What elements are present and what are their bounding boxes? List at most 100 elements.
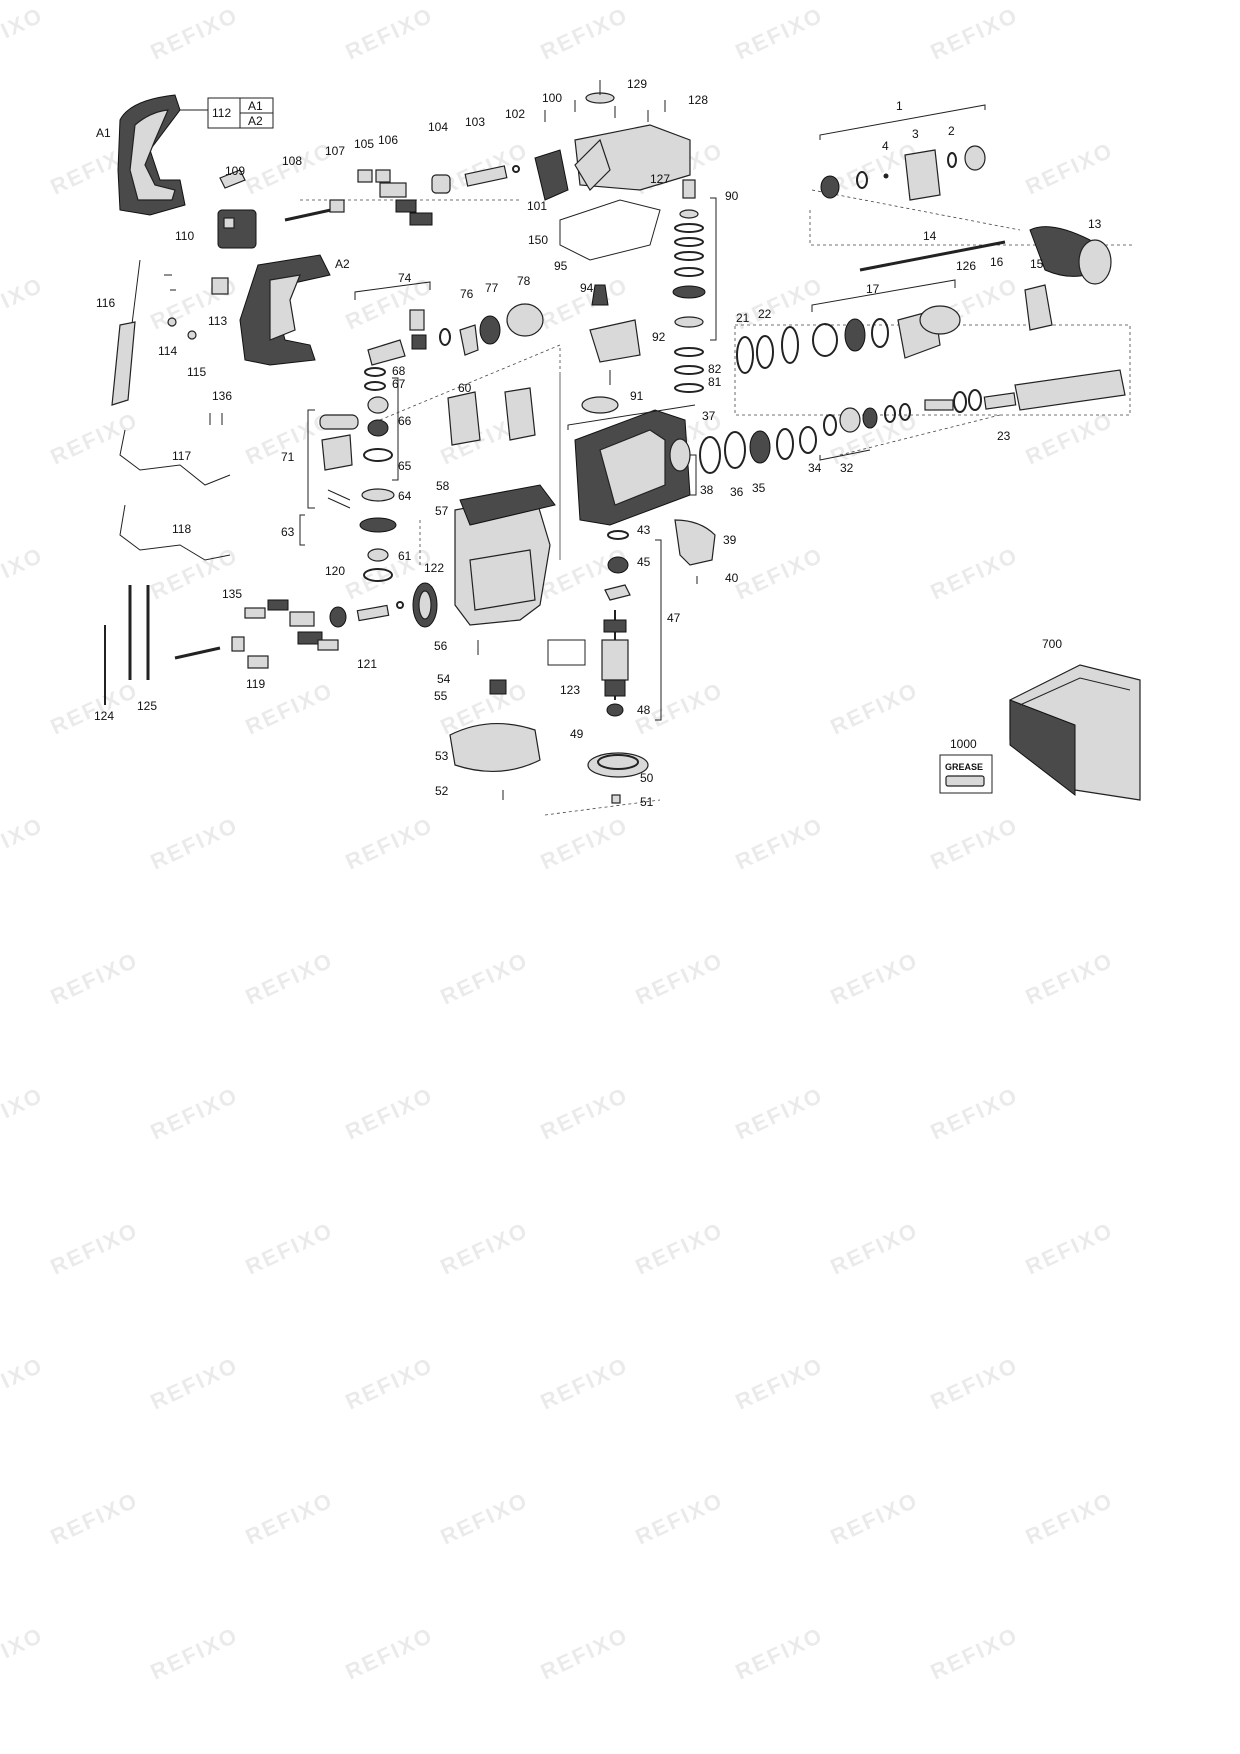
watermark-text: REFIXO: [0, 542, 47, 604]
part-label-23: 23: [997, 429, 1011, 443]
part-label-109: 109: [225, 164, 245, 178]
part-label-120: 120: [325, 564, 345, 578]
grease-label: GREASE: [945, 762, 983, 772]
part-label-121: 121: [357, 657, 377, 671]
part-label-17: 17: [866, 282, 880, 296]
part-label-76: 76: [460, 287, 474, 301]
watermark-text: REFIXO: [927, 2, 1023, 64]
part-label-52: 52: [435, 784, 449, 798]
watermark-text: REFIXO: [827, 1487, 923, 1549]
watermark-text: REFIXO: [0, 272, 47, 334]
watermark-text: REFIXO: [342, 812, 438, 874]
switch-parts: [217, 169, 257, 249]
part-label-53: 53: [435, 749, 449, 763]
watermark-text: REFIXO: [342, 1352, 438, 1414]
part-label-74: 74: [398, 271, 412, 285]
part-label-103: 103: [465, 115, 485, 129]
handle-a1: [117, 94, 186, 216]
watermark-text: REFIXO: [0, 2, 47, 64]
watermark-text: REFIXO: [0, 1352, 47, 1414]
part-label-94: 94: [580, 281, 594, 295]
part-label-106: 106: [378, 133, 398, 147]
part-label-114: 114: [158, 344, 177, 358]
card-123: [547, 639, 586, 666]
clutch-group-61-71: [299, 367, 399, 582]
watermark-text: REFIXO: [1022, 1217, 1118, 1279]
part-label-60: 60: [458, 381, 472, 395]
lower-cover-53: [449, 640, 541, 800]
part-label-700: 700: [1042, 637, 1062, 651]
part-label-63: 63: [281, 525, 295, 539]
part-label-68: 68: [392, 364, 406, 378]
table-112: 112 A1 A2: [180, 97, 274, 129]
watermark-text: REFIXO: [147, 2, 243, 64]
part-label-105: 105: [354, 137, 374, 151]
part-label-35: 35: [752, 481, 766, 495]
part-label-13: 13: [1088, 217, 1102, 231]
pin-group-74: [354, 281, 544, 366]
watermark-text: REFIXO: [537, 1622, 633, 1684]
watermark-text: REFIXO: [47, 407, 143, 469]
part-label-136: 136: [212, 389, 232, 403]
part-label-4: 4: [882, 139, 889, 153]
handle-a2: [239, 254, 331, 366]
watermark-text: REFIXO: [0, 1622, 47, 1684]
part-label-57: 57: [435, 504, 449, 518]
part-label-129: 129: [627, 77, 647, 91]
watermark-text: REFIXO: [927, 1352, 1023, 1414]
part-label-78: 78: [517, 274, 531, 288]
watermark-text: REFIXO: [147, 1622, 243, 1684]
part-label-51: 51: [640, 795, 654, 809]
watermark-text: REFIXO: [732, 1622, 828, 1684]
cord-parts-113-116: [111, 259, 229, 406]
watermark-text: REFIXO: [242, 947, 338, 1009]
bearing-row-32-37: [699, 426, 871, 474]
wires-117-118: [119, 413, 231, 561]
part-label-21: 21: [736, 311, 750, 325]
watermark-text: REFIXO: [827, 677, 923, 739]
part-label-50: 50: [640, 771, 654, 785]
watermark-text: REFIXO: [537, 812, 633, 874]
carry-case-700: [1009, 664, 1141, 801]
part-label-125: 125: [137, 699, 157, 713]
watermark-text: REFIXO: [1022, 137, 1118, 199]
part-label-124: 124: [94, 709, 114, 723]
side-handle-13: [859, 226, 1112, 331]
part-label-65: 65: [398, 459, 412, 473]
watermark-text: REFIXO: [1022, 407, 1118, 469]
part-label-45: 45: [637, 555, 651, 569]
part-label-107: 107: [325, 144, 345, 158]
part-label-47: 47: [667, 611, 681, 625]
part-label-113: 113: [208, 314, 227, 328]
part-label-117: 117: [172, 449, 191, 463]
field-coils-60: [447, 387, 536, 446]
watermark-text: REFIXO: [927, 1082, 1023, 1144]
gearbox-housing-37: [567, 404, 697, 526]
part-label-22: 22: [758, 307, 772, 321]
part-label-64: 64: [398, 489, 412, 503]
watermark-text: REFIXO: [827, 947, 923, 1009]
watermark-text: REFIXO: [47, 1487, 143, 1549]
brush-assembly-lower: [174, 599, 404, 669]
grease-tube-1000: GREASE: [939, 754, 993, 794]
watermark-text: REFIXO: [632, 947, 728, 1009]
part-label-14: 14: [923, 229, 937, 243]
watermark-text: REFIXO: [537, 2, 633, 64]
watermark-text: REFIXO: [47, 1217, 143, 1279]
part-label-1: 1: [896, 99, 903, 113]
part-label-66: 66: [398, 414, 412, 428]
commutator-ring-122: [412, 582, 438, 628]
table-112-row-a2: A2: [248, 114, 263, 128]
watermark-text: REFIXO: [242, 1487, 338, 1549]
part-label-101: 101: [527, 199, 547, 213]
motor-housing-57: [454, 484, 556, 626]
watermark-text: REFIXO: [437, 947, 533, 1009]
part-label-39: 39: [723, 533, 737, 547]
part-label-56: 56: [434, 639, 448, 653]
part-label-61: 61: [398, 549, 412, 563]
watermark-text: REFIXO: [242, 137, 338, 199]
part-label-58: 58: [436, 479, 450, 493]
watermark-text: REFIXO: [437, 137, 533, 199]
part-label-36: 36: [730, 485, 744, 499]
